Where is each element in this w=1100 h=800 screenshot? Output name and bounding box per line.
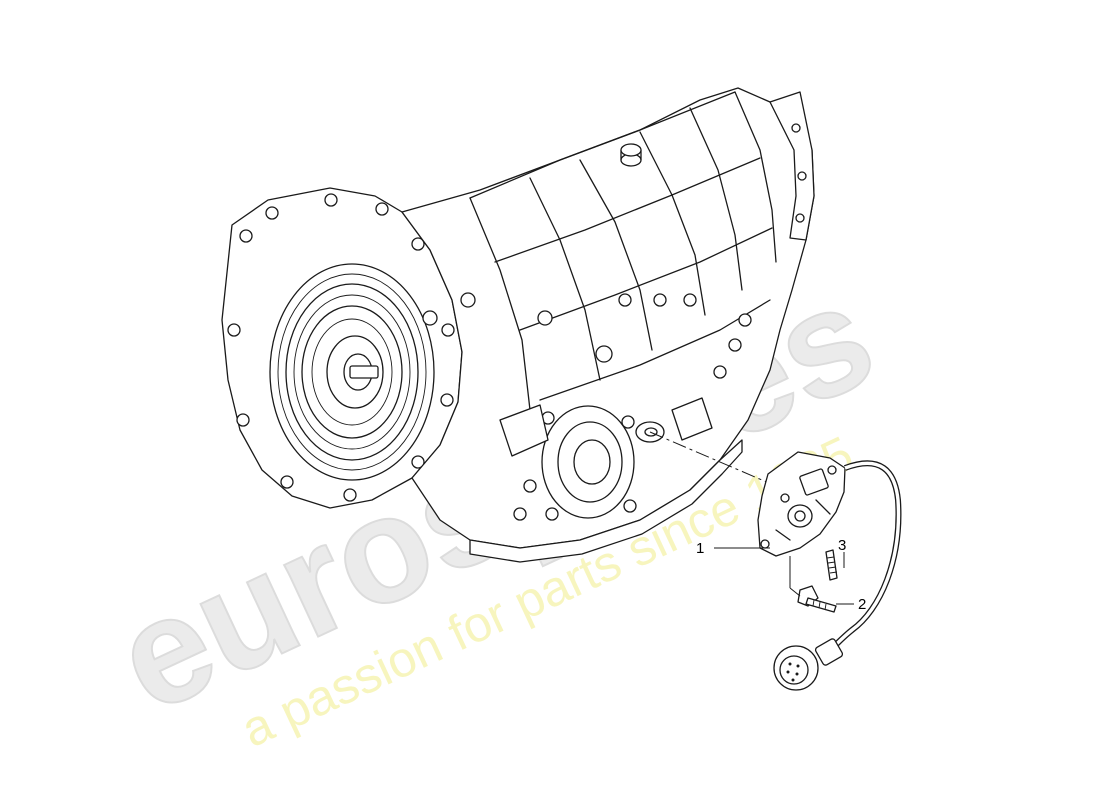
callout-1: 1: [696, 540, 770, 557]
bell-housing-bolts: [227, 193, 455, 502]
case-top-plug: [620, 143, 642, 167]
case-lower-brackets: [499, 397, 713, 521]
case-bosses: [422, 292, 752, 379]
hex-bolt: [797, 585, 837, 613]
oil-pan: [469, 439, 743, 563]
callout-3: 3: [838, 537, 846, 568]
callout-3-label: 3: [838, 537, 846, 554]
side-cover: [541, 405, 637, 521]
callout-2: 2: [789, 556, 866, 613]
selector-sensor: [757, 451, 902, 691]
torque-converter: [269, 263, 435, 481]
callouts: 1 2 3: [696, 537, 866, 613]
callout-2-label: 2: [858, 596, 866, 613]
stud-bolt: [825, 549, 838, 581]
transmission-assembly: [221, 87, 815, 563]
sensor-connector: [773, 638, 844, 691]
output-flange: [769, 91, 815, 241]
callout-1-label: 1: [696, 540, 704, 557]
